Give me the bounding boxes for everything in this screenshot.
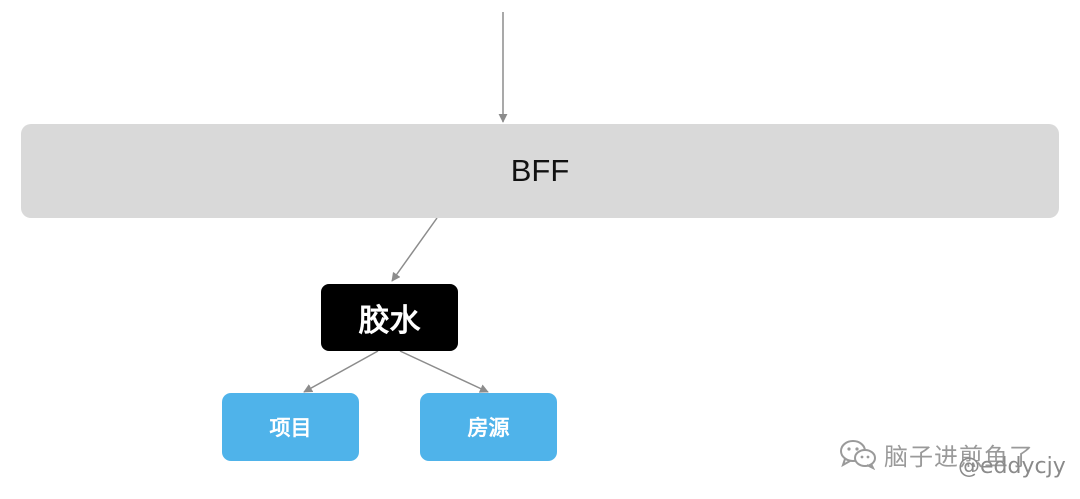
glue-node: 胶水 <box>321 284 458 351</box>
arrow-glue-to-project <box>303 350 379 393</box>
bff-node: BFF <box>21 124 1059 218</box>
watermark: 脑子进煎鱼了 @eddycjy <box>838 432 1066 479</box>
glue-label: 胶水 <box>358 303 421 339</box>
arrow-glue-to-listing <box>399 350 489 393</box>
wechat-icon <box>840 440 876 470</box>
watermark-text: 脑子进煎鱼了 <box>884 442 1034 471</box>
bff-label: BFF <box>510 153 570 188</box>
project-label: 项目 <box>269 416 312 440</box>
arrow-bff-to-glue <box>391 217 438 282</box>
watermark-handle: @eddycjy <box>958 454 1066 479</box>
listing-node: 房源 <box>420 393 557 461</box>
project-node: 项目 <box>222 393 359 461</box>
listing-label: 房源 <box>467 416 510 440</box>
